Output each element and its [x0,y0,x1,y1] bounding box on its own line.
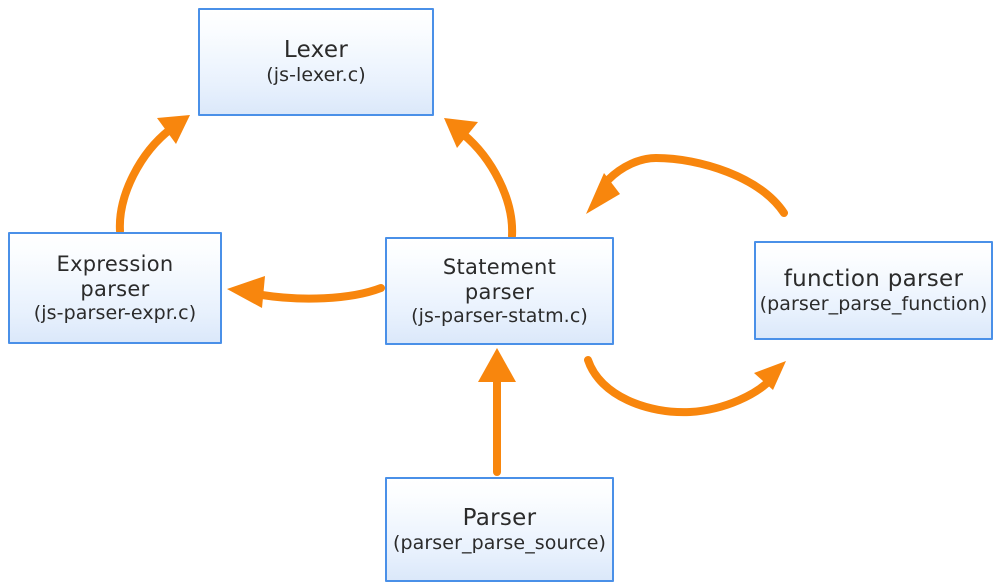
node-function-parser[interactable]: function parser (parser_parse_function) [754,241,993,340]
node-parser-subtitle: (parser_parse_source) [392,531,607,554]
node-statement-parser-subtitle: (js-parser-statm.c) [411,304,588,327]
edge-statm-to-func [584,356,786,417]
edge-func-to-statm [586,153,788,217]
node-expression-parser-title-line2: parser [80,276,150,301]
node-statement-parser[interactable]: Statement parser (js-parser-statm.c) [385,237,614,345]
node-function-parser-title: function parser [783,265,964,292]
edge-parser-to-statm [478,348,516,476]
node-statement-parser-title-line1: Statement [442,255,557,280]
node-expression-parser-title-line1: Expression [56,252,174,277]
node-parser-title: Parser [462,504,537,531]
node-lexer[interactable]: Lexer (js-lexer.c) [198,8,434,116]
node-lexer-subtitle: (js-lexer.c) [266,64,366,87]
node-parser[interactable]: Parser (parser_parse_source) [385,477,614,582]
node-lexer-title: Lexer [283,37,349,64]
edge-statm-to-expr [227,276,385,308]
edge-statm-to-lexer [444,118,517,240]
node-function-parser-subtitle: (parser_parse_function) [759,292,988,315]
edge-expr-to-lexer [115,115,190,235]
node-expression-parser[interactable]: Expression parser (js-parser-expr.c) [8,232,222,344]
node-expression-parser-subtitle: (js-parser-expr.c) [33,301,197,324]
node-statement-parser-title-line2: parser [464,279,535,304]
